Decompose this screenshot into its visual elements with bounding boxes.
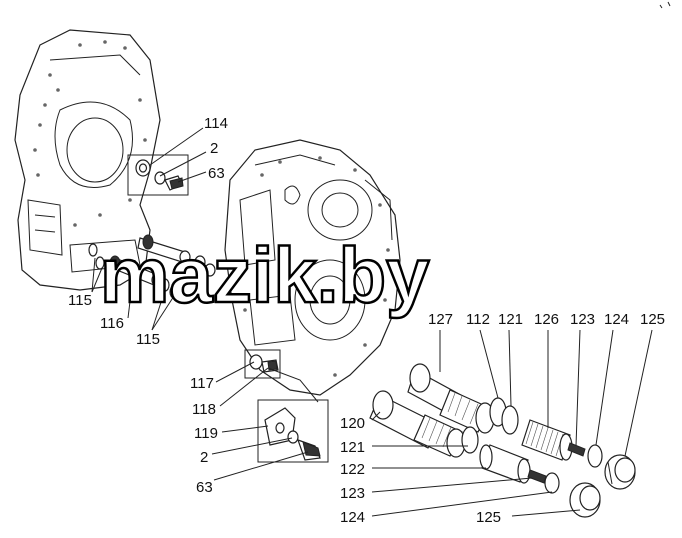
label-125-bottom: 125 — [476, 509, 501, 526]
label-2-bottom: 2 — [200, 449, 208, 466]
label-115-left: 115 — [68, 292, 92, 309]
label-114: 114 — [204, 115, 228, 132]
pipes-116-group — [88, 234, 216, 299]
label-124-bottom: 124 — [340, 509, 365, 526]
label-63-top: 63 — [208, 165, 225, 182]
leader-lines — [91, 127, 653, 517]
label-116: 116 — [100, 315, 124, 332]
spring-123-bottom — [527, 469, 547, 484]
label-123-top: 123 — [570, 311, 595, 328]
cap-125-top — [604, 454, 636, 490]
spring-123-top — [567, 442, 586, 457]
left-housing-bolt-holes — [33, 40, 147, 227]
label-121-top: 121 — [498, 311, 523, 328]
label-127: 127 — [428, 311, 453, 328]
label-123-bottom: 123 — [340, 485, 365, 502]
corner-marks — [659, 1, 671, 9]
element-126 — [521, 419, 573, 461]
watermark-text: mazik.by — [100, 231, 429, 319]
group-117-box — [244, 349, 281, 379]
middle-housing — [224, 139, 401, 396]
label-119: 119 — [194, 425, 218, 442]
group-119-box — [257, 399, 329, 463]
label-2-top: 2 — [210, 140, 218, 157]
label-121-bottom: 121 — [340, 439, 365, 456]
label-117: 117 — [190, 375, 214, 392]
callout-labels: 114 2 63 115 116 115 117 118 119 2 63 12… — [68, 115, 665, 526]
ring-121-top — [501, 405, 519, 435]
ring-124-bottom — [544, 472, 560, 494]
label-125-top: 125 — [640, 311, 665, 328]
middle-housing-bolt-holes — [243, 156, 390, 377]
label-126: 126 — [534, 311, 559, 328]
label-122: 122 — [340, 461, 365, 478]
label-118: 118 — [192, 401, 216, 418]
label-115-right: 115 — [136, 331, 160, 348]
label-63-bottom: 63 — [196, 479, 213, 496]
label-124-top: 124 — [604, 311, 629, 328]
ring-121-bottom — [461, 426, 479, 454]
ring-124-top — [587, 444, 603, 468]
cap-125-bottom — [569, 482, 601, 518]
label-112: 112 — [466, 311, 490, 328]
element-122 — [479, 444, 531, 484]
label-120: 120 — [340, 415, 365, 432]
